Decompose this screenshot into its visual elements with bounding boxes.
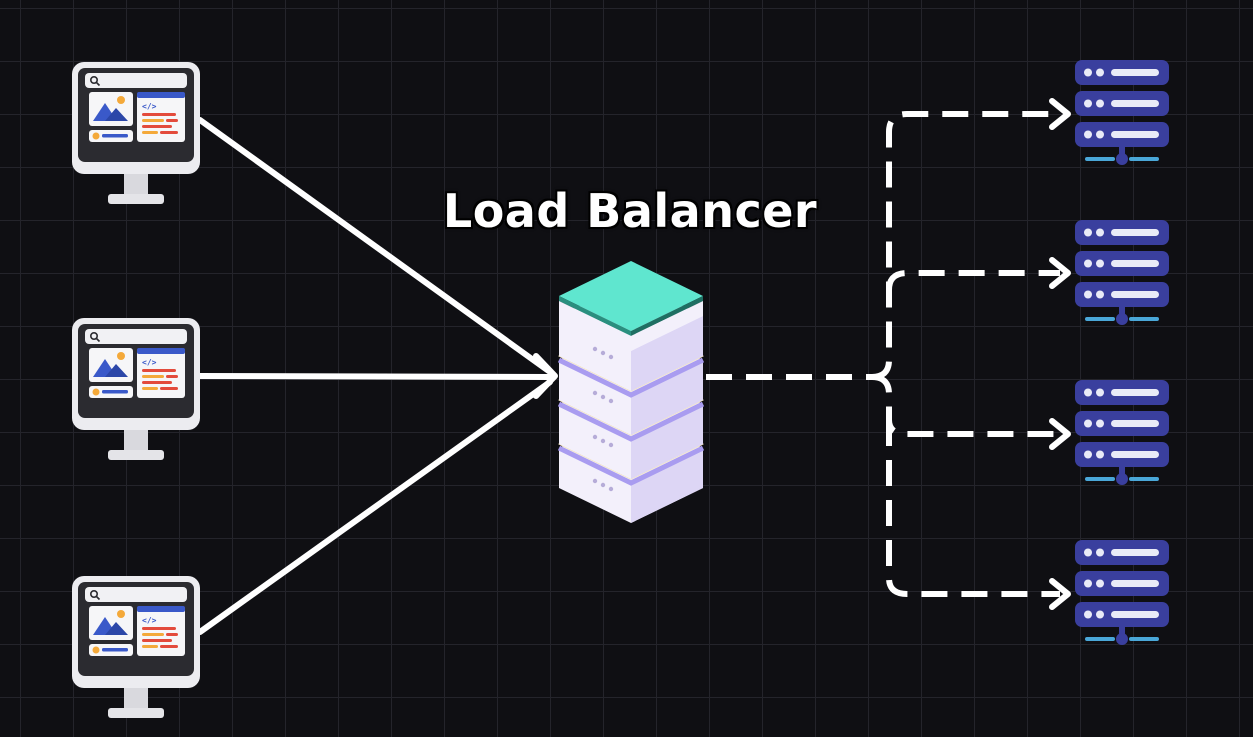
server-4-rack-icon [1075,540,1169,645]
diagram-title: Load Balancer [442,184,818,238]
balancer-arrowhead [533,353,558,399]
route-spine [871,111,1060,380]
server-routes [706,111,1060,597]
server-1-rack-icon [1075,60,1169,165]
server-3-rack-icon [1075,380,1169,485]
client-2-monitor-icon [71,317,201,461]
load-balancer-stacked-server-icon [557,261,705,523]
client-2-arrow [197,373,553,380]
server-2-rack-icon [1075,220,1169,325]
route-server-4 [886,420,1060,597]
client-3-arrow [197,379,553,635]
client-connections [197,117,558,635]
server-arrowheads [1049,98,1071,610]
client-1-monitor-icon [71,61,201,205]
route-server-3 [871,374,1060,437]
client-1-arrow [197,117,553,375]
client-3-monitor-icon [71,575,201,719]
route-server-2 [886,270,1060,291]
